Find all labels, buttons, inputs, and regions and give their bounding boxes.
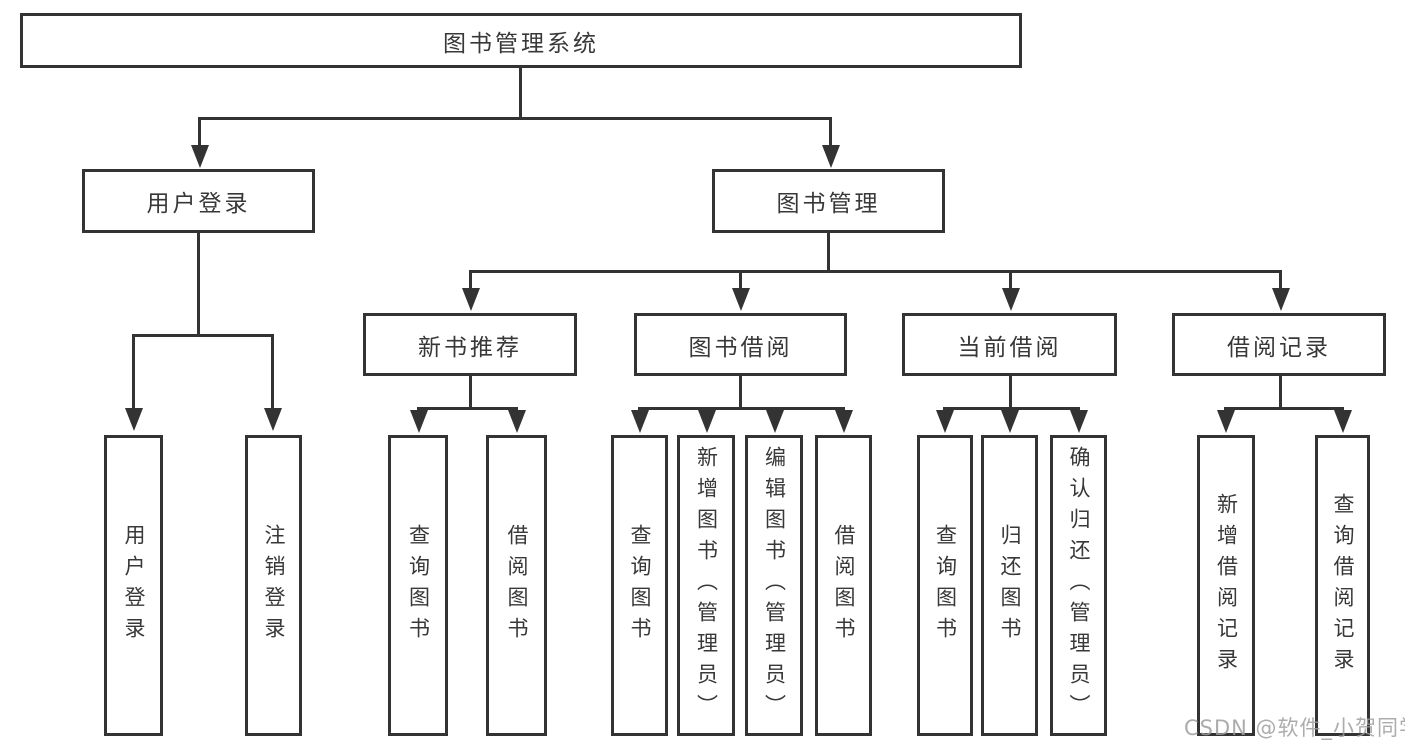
node-label: 当前借阅	[957, 334, 1062, 361]
node-borrow-records: 借阅记录	[1172, 313, 1386, 376]
arrow-down-icon	[462, 288, 480, 311]
connector-line	[198, 117, 832, 120]
leaf-label: 新增借阅记录	[1214, 492, 1239, 679]
connector-line	[829, 117, 832, 149]
connector-line	[519, 68, 522, 117]
node-label: 图书借阅	[688, 334, 793, 361]
connector-line	[197, 233, 200, 336]
leaf-label: 借阅图书	[505, 523, 529, 648]
arrow-down-icon	[936, 410, 954, 433]
leaf-query-borrow-record: 查询借阅记录	[1315, 435, 1370, 736]
leaf-query-books: 查询图书	[917, 435, 973, 736]
connector-line	[1279, 376, 1282, 409]
node-label: 图书管理系统	[443, 30, 599, 57]
arrow-down-icon	[264, 408, 282, 431]
node-user-login: 用户登录	[82, 169, 315, 233]
node-label: 新书推荐	[418, 334, 522, 361]
leaf-query-books: 查询图书	[388, 435, 448, 736]
arrow-down-icon	[1002, 288, 1020, 311]
arrow-down-icon	[191, 145, 209, 168]
leaf-borrow-books: 借阅图书	[815, 435, 872, 736]
node-library-management-system: 图书管理系统	[20, 13, 1022, 68]
arrow-down-icon	[766, 410, 784, 433]
arrow-down-icon	[822, 145, 840, 168]
leaf-logout: 注销登录	[245, 435, 302, 736]
arrow-down-icon	[1001, 410, 1019, 433]
leaf-confirm-return-admin: 确认归还（管理员）	[1050, 435, 1107, 736]
leaf-label: 查询图书	[628, 523, 652, 648]
connector-line	[1279, 270, 1282, 292]
connector-line	[132, 334, 274, 337]
node-book-borrow: 图书借阅	[634, 313, 847, 376]
leaf-label: 用户登录	[122, 523, 146, 648]
leaf-label: 查询图书	[933, 523, 958, 648]
leaf-label: 新增图书（管理员）	[694, 446, 719, 725]
connector-line	[739, 376, 742, 409]
arrow-down-icon	[508, 410, 526, 433]
node-label: 图书管理	[776, 191, 881, 217]
node-new-book-recommend: 新书推荐	[363, 313, 577, 376]
leaf-query-books: 查询图书	[611, 435, 668, 736]
leaf-label: 查询图书	[406, 523, 431, 648]
arrow-down-icon	[1272, 288, 1290, 311]
arrow-down-icon	[835, 410, 853, 433]
connector-line	[638, 407, 845, 410]
connector-line	[1009, 270, 1012, 292]
watermark: CSDN @软件_小贺同学	[1184, 716, 1405, 740]
arrow-down-icon	[410, 410, 428, 433]
node-label: 借阅记录	[1227, 334, 1331, 361]
connector-line	[1009, 376, 1012, 409]
arrow-down-icon	[125, 408, 143, 431]
connector-line	[198, 117, 201, 149]
arrow-down-icon	[1070, 410, 1088, 433]
connector-line	[469, 270, 472, 292]
connector-line	[943, 407, 1080, 410]
node-label: 用户登录	[146, 191, 251, 217]
leaf-label: 归还图书	[998, 523, 1022, 648]
arrow-down-icon	[732, 288, 750, 311]
connector-line	[132, 334, 135, 410]
leaf-return-books: 归还图书	[981, 435, 1038, 736]
connector-line	[469, 376, 472, 409]
leaf-borrow-books: 借阅图书	[486, 435, 547, 736]
connector-line	[1224, 407, 1344, 410]
connector-line	[827, 233, 830, 273]
arrow-down-icon	[1217, 410, 1235, 433]
node-current-borrow: 当前借阅	[902, 313, 1117, 376]
leaf-label: 注销登录	[262, 523, 286, 648]
leaf-label: 查询借阅记录	[1331, 492, 1355, 679]
leaf-add-books-admin: 新增图书（管理员）	[677, 435, 735, 736]
leaf-label: 编辑图书（管理员）	[762, 446, 787, 725]
arrow-down-icon	[631, 410, 649, 433]
arrow-down-icon	[698, 410, 716, 433]
leaf-label: 借阅图书	[832, 523, 856, 648]
connector-line	[417, 407, 518, 410]
leaf-edit-books-admin: 编辑图书（管理员）	[745, 435, 803, 736]
leaf-label: 确认归还（管理员）	[1067, 446, 1091, 725]
arrow-down-icon	[1334, 410, 1352, 433]
connector-line	[271, 334, 274, 410]
leaf-user-login: 用户登录	[104, 435, 163, 736]
node-book-management: 图书管理	[712, 169, 945, 233]
leaf-add-borrow-record: 新增借阅记录	[1197, 435, 1255, 736]
connector-line	[469, 270, 1282, 273]
connector-line	[739, 270, 742, 292]
